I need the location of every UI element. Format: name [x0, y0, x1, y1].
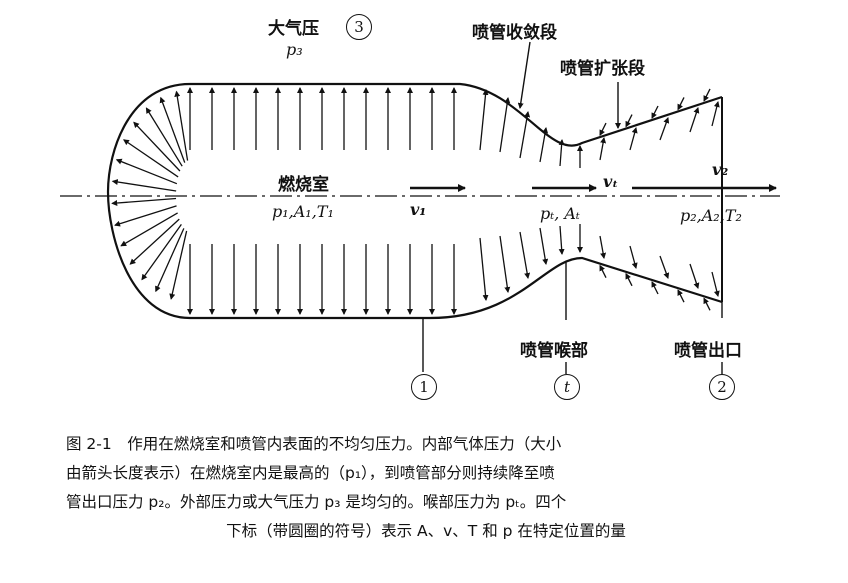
- ambient-arrow-69: [677, 289, 685, 303]
- pressure-arrow-30: [123, 139, 179, 178]
- converging-label: 喷管收敛段: [472, 23, 557, 43]
- caption-line-1: 图 2-1 作用在燃烧室和喷管内表面的不均匀压力。内部气体压力（大小: [66, 435, 562, 453]
- internal-pressure-arrows: [111, 87, 720, 315]
- ambient-arrow-65: [625, 272, 633, 287]
- exit-label: 喷管出口: [674, 341, 742, 361]
- pressure-arrow-60: [689, 263, 700, 289]
- pressure-arrow-38: [155, 228, 185, 293]
- pressure-arrow-54: [539, 227, 549, 265]
- circle-2: 2: [709, 374, 735, 400]
- diverging-label: 喷管扩张段: [560, 59, 645, 79]
- p2-label: p₂,A₂,T₂: [680, 206, 742, 225]
- p3-label: p₃: [286, 40, 303, 59]
- v2-label: v₂: [712, 160, 729, 179]
- pressure-arrow-59: [659, 255, 670, 279]
- pressure-arrow-33: [111, 197, 177, 207]
- circle-3: 3: [346, 14, 372, 40]
- ambient-arrow-68: [677, 97, 685, 111]
- external-pressure-arrows: [599, 88, 711, 311]
- pressure-arrow-53: [519, 231, 531, 279]
- pressure-arrow-50: [711, 101, 720, 127]
- pressure-arrow-34: [114, 205, 177, 227]
- pressure-arrow-46: [599, 137, 607, 161]
- pressure-arrow-43: [539, 127, 549, 163]
- caption-line-4: 下标（带圆圈的符号）表示 A、v、T 和 p 在特定位置的量: [226, 522, 626, 540]
- v1-label: v₁: [410, 200, 427, 219]
- pressure-arrow-48: [659, 117, 670, 141]
- pressure-arrow-29: [133, 121, 181, 172]
- pressure-arrow-47: [629, 127, 638, 151]
- pressure-arrow-27: [159, 96, 186, 163]
- pressure-arrow-42: [519, 111, 531, 159]
- pressure-arrow-52: [499, 235, 511, 293]
- vt-label: vₜ: [603, 172, 619, 191]
- pressure-arrow-26: [174, 90, 189, 161]
- pressure-arrow-35: [120, 212, 178, 247]
- pressure-arrow-44: [558, 139, 565, 167]
- pressure-arrow-40: [479, 89, 489, 151]
- ambient-arrow-70: [703, 88, 711, 102]
- ambient-arrow-67: [651, 281, 659, 295]
- circle-t: t: [554, 374, 580, 400]
- pt-label: pₜ, Aₜ: [540, 204, 580, 223]
- pressure-arrow-39: [169, 230, 188, 300]
- pressure-arrow-36: [129, 218, 180, 265]
- rocket-nozzle-diagram: [60, 41, 780, 374]
- caption-line-3: 管出口压力 p₂。外部压力或大气压力 p₃ 是均匀的。喉部压力为 pₜ。四个: [66, 493, 567, 511]
- pressure-arrow-41: [499, 97, 511, 153]
- pressure-arrow-51: [479, 237, 489, 301]
- caption-line-2: 由箭头长度表示）在燃烧室内是最高的（p₁），到喷管部分则持续降至喷: [66, 464, 555, 482]
- pressure-arrow-49: [689, 107, 700, 133]
- pressure-arrow-28: [145, 107, 183, 167]
- chamber-label: 燃烧室: [278, 175, 329, 195]
- atmosphere-label: 大气压: [268, 19, 319, 39]
- pressure-arrow-57: [599, 235, 607, 259]
- pressure-arrow-61: [711, 271, 720, 297]
- pressure-arrow-37: [141, 223, 182, 281]
- circle-1: 1: [411, 374, 437, 400]
- ambient-arrow-71: [703, 297, 711, 311]
- pressure-arrow-58: [629, 245, 638, 269]
- ambient-arrow-66: [651, 105, 659, 119]
- pressure-arrow-31: [115, 158, 178, 185]
- p1-label: p₁,A₁,T₁: [272, 202, 334, 221]
- pressure-arrow-32: [111, 179, 177, 192]
- throat-label: 喷管喉部: [520, 341, 588, 361]
- pressure-arrow-55: [558, 225, 565, 255]
- ambient-arrow-62: [599, 122, 607, 136]
- chamber-outline: [106, 82, 723, 320]
- ambient-arrow-64: [625, 114, 633, 128]
- ambient-arrow-63: [599, 264, 607, 278]
- converging-pointer: [517, 41, 531, 109]
- figure-caption: 图 2-1 作用在燃烧室和喷管内表面的不均匀压力。内部气体压力（大小 由箭头长度…: [66, 430, 786, 546]
